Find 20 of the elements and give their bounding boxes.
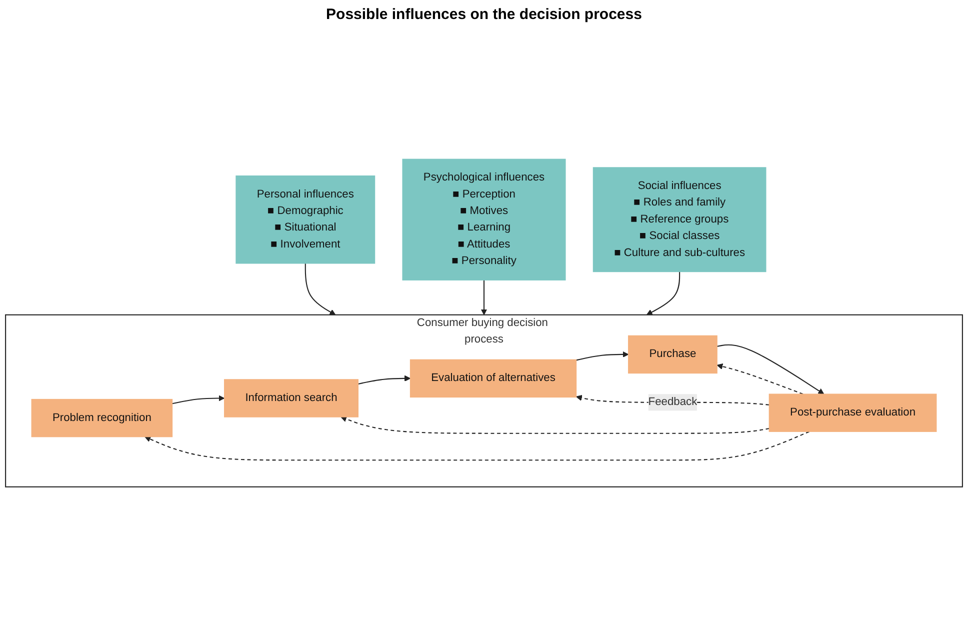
node-box: Social influences ■ Roles and family ■ Reference groups ■ Social classes ■ Culture and sub-cultures: [592, 167, 766, 272]
node-box: Personal influences ■ Demographic ■ Situational ■ Involvement: [236, 175, 376, 264]
arrow: [716, 344, 824, 394]
node-box: Problem recognition: [31, 398, 173, 438]
arrow: [172, 395, 225, 404]
node-box: Post-purchase evaluation: [768, 394, 937, 432]
diagram-title: Possible influences on the decision process: [325, 6, 643, 23]
node-box: Psychological influences ■ Perception ■ Motives ■ Learning ■ Attitudes ■ Personality: [402, 158, 566, 280]
arrow: [144, 431, 810, 461]
node-box: Purchase: [628, 335, 718, 374]
arrow: [358, 375, 411, 384]
arrow: [340, 416, 770, 434]
arrow: [646, 272, 680, 316]
node-box: Evaluation of alternatives: [410, 359, 577, 398]
arrow: [480, 280, 488, 316]
arrow: [716, 364, 804, 395]
arrow: [576, 351, 629, 361]
node-box: Information search: [224, 379, 358, 418]
arrow: [304, 263, 336, 316]
edge-label: Feedback: [648, 396, 698, 408]
